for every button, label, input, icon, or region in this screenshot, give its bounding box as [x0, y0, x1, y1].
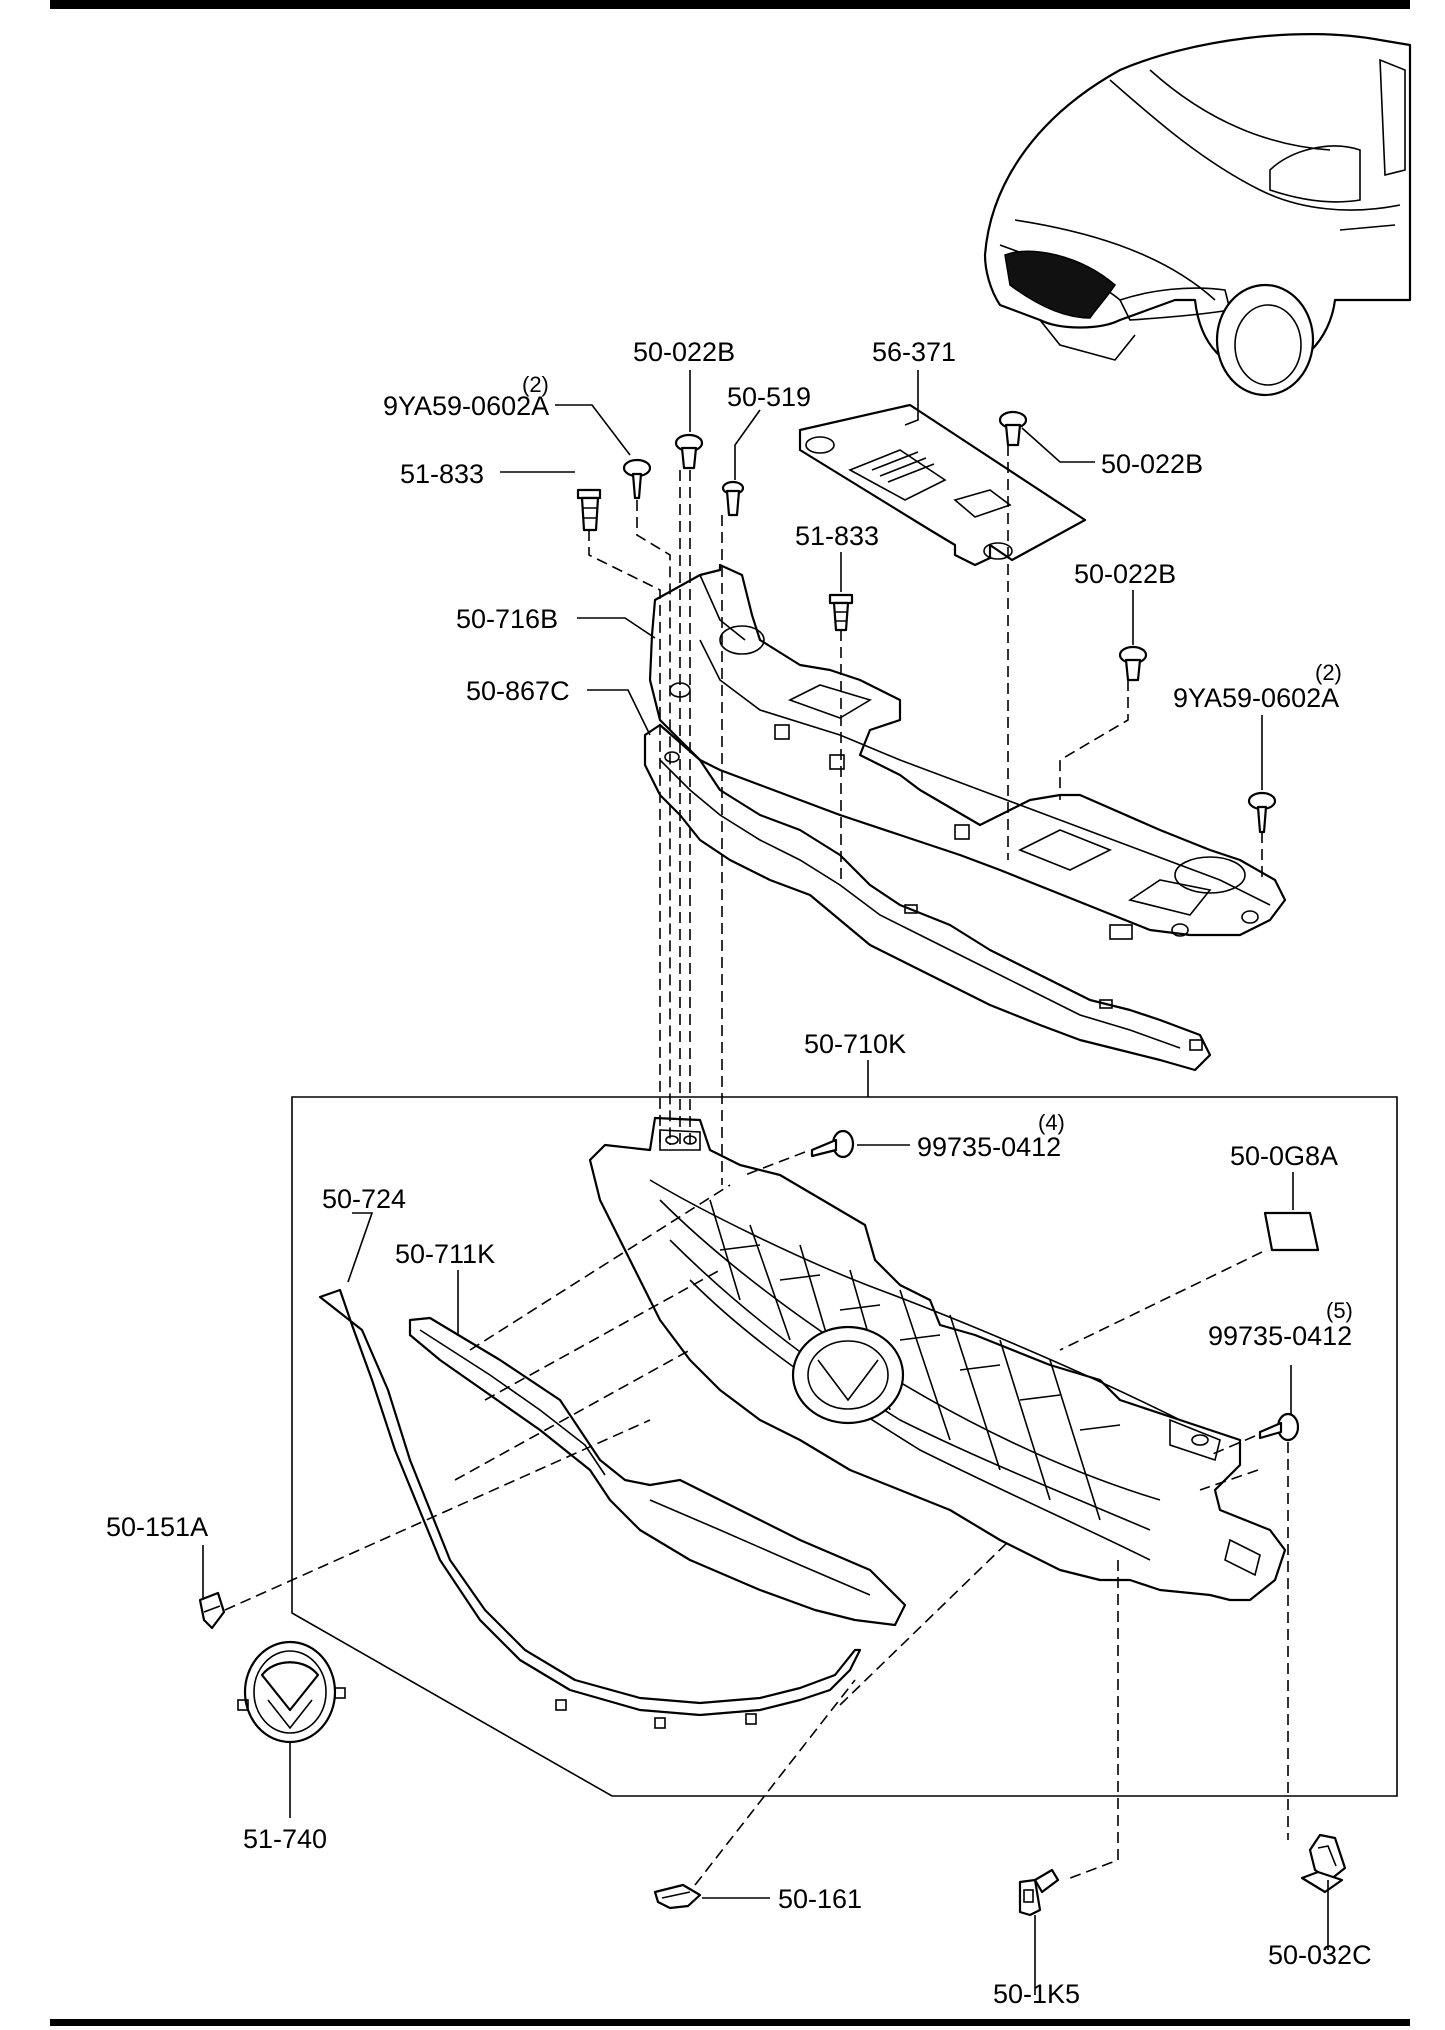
cover-plate-56-371: [798, 403, 1087, 567]
clip-50-022B-top: [674, 433, 704, 470]
label-50-716B: 50-716B: [456, 604, 558, 634]
clip-50-022B-mid: [998, 410, 1028, 447]
label-9YA59-top: 9YA59-0602A: [383, 391, 549, 421]
label-99735-b: 99735-0412: [1208, 1321, 1352, 1351]
label-50-032C: 50-032C: [1268, 1940, 1372, 1970]
assembly-box-50-710K: [291, 1096, 1398, 1797]
label-99735-a: 99735-0412: [917, 1132, 1061, 1162]
label-9YA59-right-qty: (2): [1315, 660, 1342, 685]
seal-strip-50-867C: [643, 723, 1212, 1072]
label-50-0G8A: 50-0G8A: [1230, 1141, 1338, 1171]
screw-99735-0412-b: [1258, 1412, 1300, 1442]
screw-9YA59-0602A-top: [622, 458, 652, 500]
label-50-022B-right: 50-022B: [1074, 559, 1176, 589]
molding-50-724: [318, 1288, 862, 1729]
label-99735-a-qty: (4): [1038, 1110, 1065, 1135]
leader-lines: [202, 370, 1329, 1995]
pad-50-0G8A: [1263, 1211, 1320, 1252]
label-50-022B-top: 50-022B: [633, 337, 735, 367]
label-9YA59-top-qty: (2): [522, 372, 549, 397]
label-50-867C: 50-867C: [466, 676, 570, 706]
label-50-724: 50-724: [322, 1184, 406, 1214]
assembly-guide-lines: [224, 445, 1289, 1886]
deflector-50-716B: [648, 563, 1287, 940]
grille-50-710K: [588, 1116, 1287, 1602]
label-56-371: 56-371: [872, 337, 956, 367]
clip-51-833-mid: [828, 593, 854, 632]
label-50-161: 50-161: [778, 1884, 862, 1914]
label-50-022B-mid: 50-022B: [1101, 449, 1203, 479]
molding-50-711K: [408, 1316, 907, 1627]
top-border: [50, 0, 1410, 9]
vehicle-locator-illustration: [983, 33, 1412, 397]
label-50-1K5: 50-1K5: [993, 1979, 1080, 2009]
clip-50-1K5: [1018, 1868, 1060, 1917]
label-9YA59-right: 9YA59-0602A: [1173, 683, 1339, 713]
label-99735-b-qty: (5): [1326, 1298, 1353, 1323]
bottom-border: [50, 2019, 1410, 2026]
clip-51-833-left: [576, 488, 602, 532]
label-51-833-left: 51-833: [400, 459, 484, 489]
label-50-519: 50-519: [727, 382, 811, 412]
clip-50-151A: [198, 1591, 226, 1630]
emblem-51-740: [237, 1640, 346, 1744]
part-labels: (2) 9YA59-0602A 50-022B 50-519 56-371 51…: [106, 337, 1372, 2009]
label-51-833-mid: 51-833: [795, 521, 879, 551]
clip-50-161: [653, 1883, 702, 1910]
screw-9YA59-0602A-right: [1247, 791, 1277, 834]
label-50-710K: 50-710K: [804, 1029, 906, 1059]
screw-99735-0412-a: [810, 1129, 855, 1159]
label-50-711K: 50-711K: [395, 1239, 495, 1269]
clip-50-519: [721, 480, 745, 517]
clip-50-032C: [1300, 1833, 1347, 1894]
label-50-151A: 50-151A: [106, 1512, 208, 1542]
label-51-740: 51-740: [243, 1824, 327, 1854]
clip-50-022B-right: [1118, 645, 1148, 682]
